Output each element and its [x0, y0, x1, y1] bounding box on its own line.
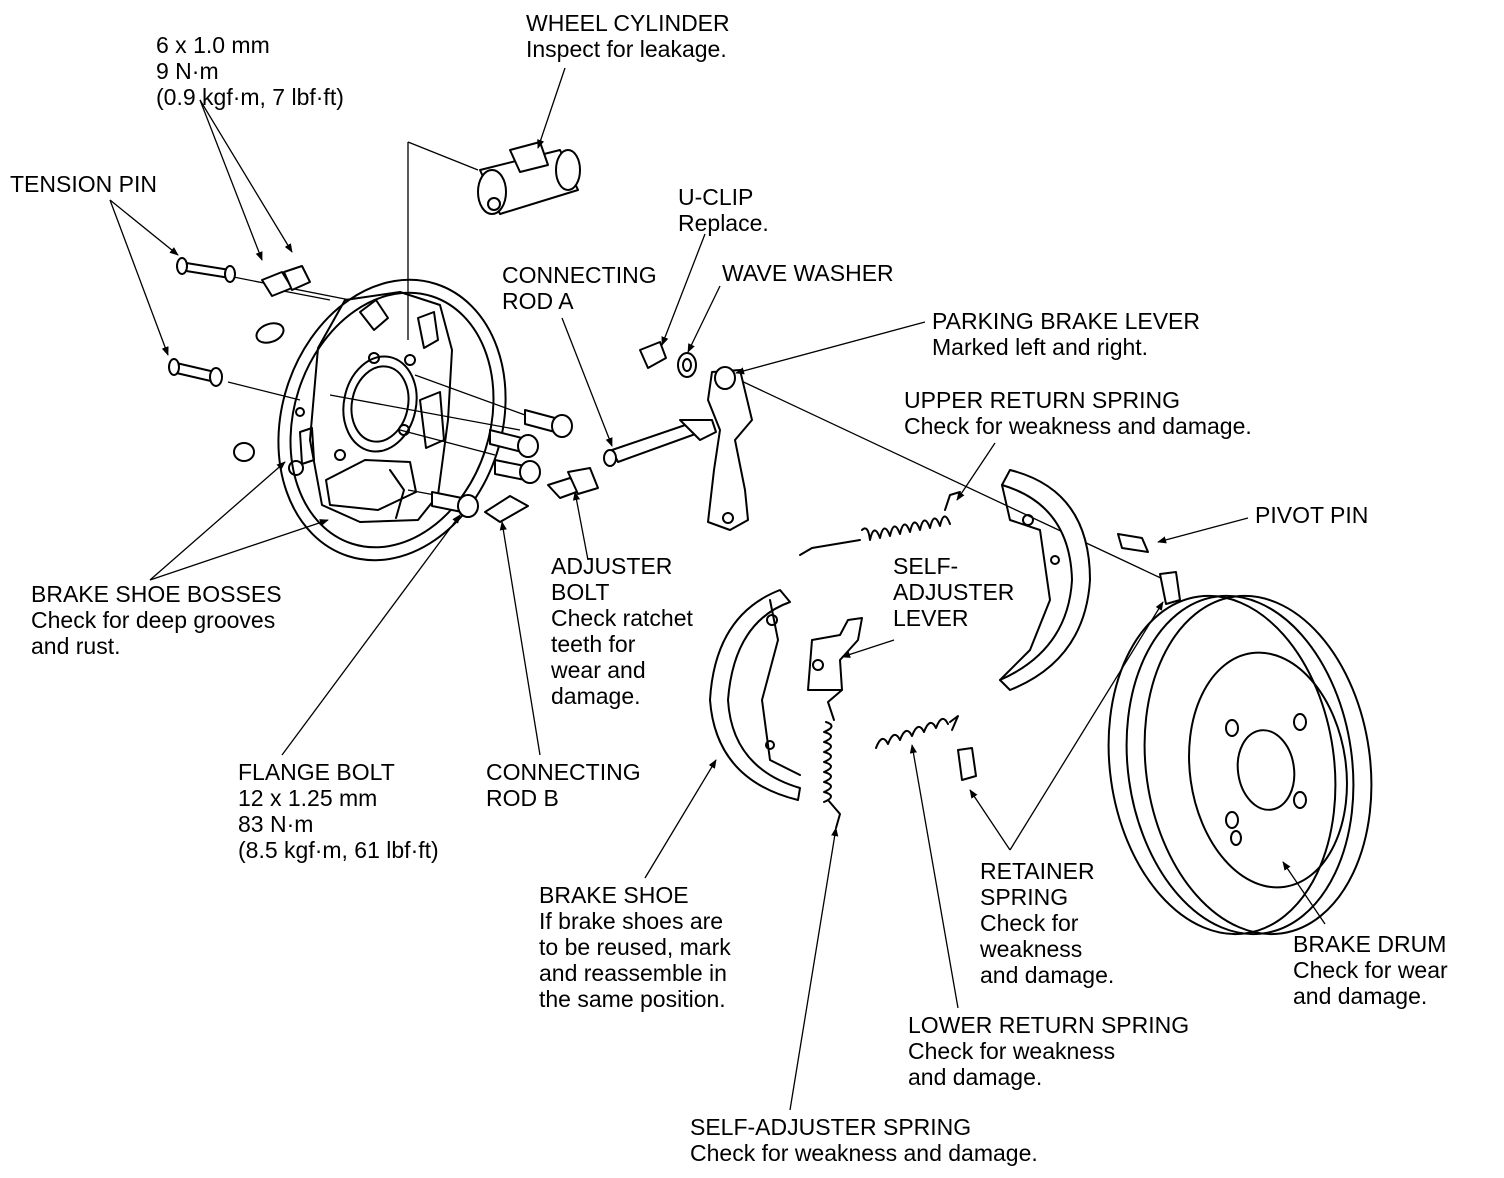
upper-return-spring	[799, 491, 961, 556]
flange-bolts	[431, 409, 573, 518]
label-brake-shoe-bosses: BRAKE SHOE BOSSES Check for deep grooves…	[31, 581, 282, 659]
small-bolts	[233, 265, 311, 462]
label-connecting-rod-a: CONNECTING ROD A	[502, 262, 657, 314]
label-wave-washer: WAVE WASHER	[722, 260, 894, 286]
connecting-rods	[484, 341, 717, 523]
label-brake-shoe: BRAKE SHOE If brake shoes are to be reus…	[539, 882, 731, 1012]
label-adjuster-bolt: ADJUSTER BOLT Check ratchet teeth for we…	[551, 553, 693, 709]
label-self-adjuster-lever: SELF- ADJUSTER LEVER	[893, 553, 1015, 631]
label-self-adjuster-spring: SELF-ADJUSTER SPRING Check for weakness …	[690, 1114, 1038, 1166]
label-wheel-cylinder: WHEEL CYLINDER Inspect for leakage.	[526, 10, 730, 62]
brake-shoe-left	[709, 589, 801, 801]
self-adjuster-spring	[823, 689, 843, 829]
leader-lines	[109, 67, 1326, 1111]
label-pivot-pin: PIVOT PIN	[1255, 502, 1369, 528]
label-retainer-spring: RETAINER SPRING Check for weakness and d…	[980, 858, 1115, 988]
tension-pins	[168, 257, 236, 387]
label-connecting-rod-b: CONNECTING ROD B	[486, 759, 641, 811]
retainer-springs	[957, 533, 1181, 781]
label-flange-bolt: FLANGE BOLT 12 x 1.25 mm 83 N·m (8.5 kgf…	[238, 759, 439, 863]
self-adjuster-lever	[807, 617, 863, 691]
lower-return-spring	[875, 715, 959, 749]
label-tension-pin: TENSION PIN	[10, 171, 157, 197]
alignment-lines	[187, 141, 1166, 581]
label-lower-return-spring: LOWER RETURN SPRING Check for weakness a…	[908, 1012, 1190, 1090]
brake-shoe-right	[999, 469, 1091, 691]
label-parking-brake-lever: PARKING BRAKE LEVER Marked left and righ…	[932, 308, 1200, 360]
label-bolt-spec: 6 x 1.0 mm 9 N·m (0.9 kgf·m, 7 lbf·ft)	[156, 32, 344, 110]
label-brake-drum: BRAKE DRUM Check for wear and damage.	[1293, 931, 1448, 1009]
parking-brake-lever	[707, 366, 753, 531]
backing-plate	[277, 278, 507, 562]
label-u-clip: U-CLIP Replace.	[678, 184, 769, 236]
wheel-cylinder	[477, 141, 581, 215]
brake-drum	[1107, 594, 1373, 936]
label-upper-return-spring: UPPER RETURN SPRING Check for weakness a…	[904, 387, 1252, 439]
